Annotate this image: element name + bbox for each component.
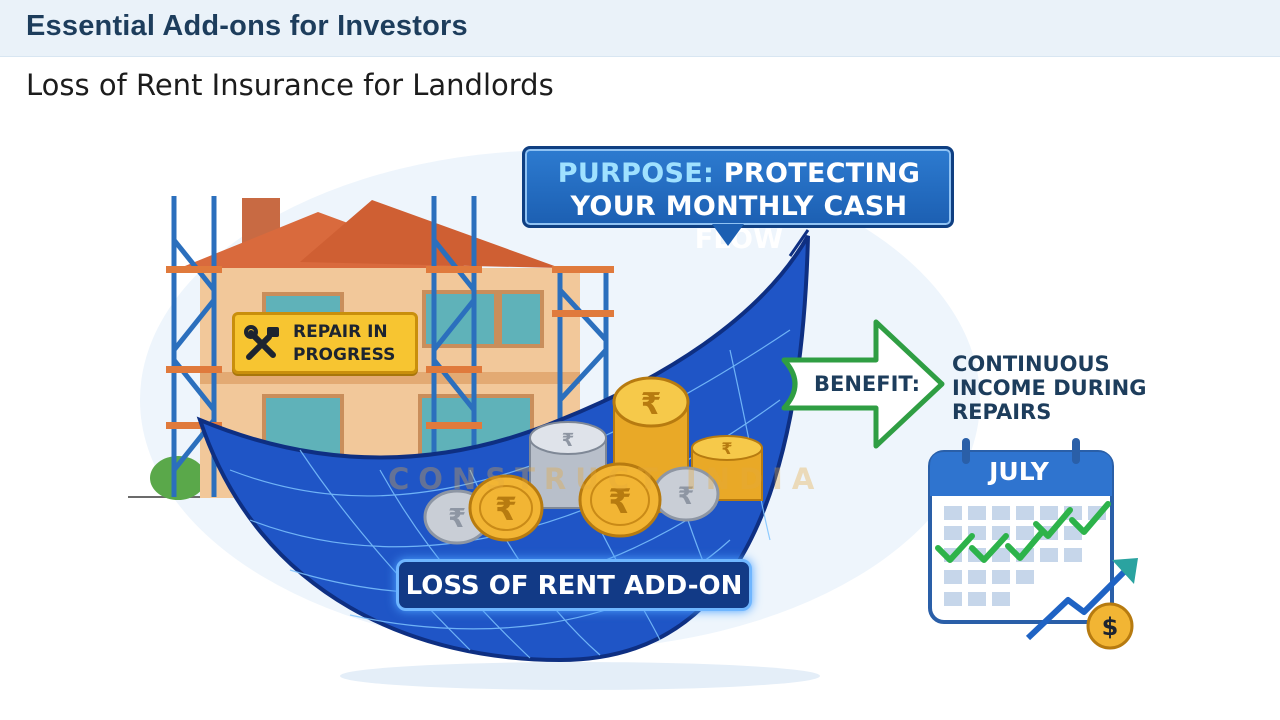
svg-text:₹: ₹ (448, 504, 466, 534)
window-upper-right (498, 290, 544, 348)
purpose-body: PROTECTING YOUR MONTHLY CASH FLOW (570, 158, 921, 255)
benefit-arrow-icon (781, 319, 945, 449)
repair-sign: REPAIR IN PROGRESS (232, 312, 418, 374)
svg-text:₹: ₹ (495, 490, 517, 528)
growth-arrow-icon (1025, 558, 1138, 641)
benefit-label: BENEFIT: (814, 372, 921, 396)
svg-text:₹: ₹ (608, 482, 632, 522)
svg-text:₹: ₹ (678, 482, 695, 510)
net-shadow (340, 662, 820, 690)
purpose-text: PURPOSE: PROTECTING YOUR MONTHLY CASH FL… (535, 157, 943, 256)
svg-text:₹: ₹ (641, 387, 662, 422)
net-rope (788, 229, 810, 257)
purpose-callout: PURPOSE: PROTECTING YOUR MONTHLY CASH FL… (522, 146, 954, 255)
house-band (200, 372, 580, 384)
tools-icon (244, 325, 279, 360)
calendar-month: JULY (989, 457, 1049, 486)
gold-coin-center: ₹ (578, 462, 662, 538)
bush (150, 456, 206, 500)
benefit-text: CONTINUOUS INCOME DURING REPAIRS (952, 352, 1147, 424)
checkmark-icon (935, 501, 1111, 563)
scaffold-planks (166, 266, 614, 429)
svg-text:₹: ₹ (562, 430, 575, 451)
page-subtitle: Loss of Rent Insurance for Landlords (26, 68, 554, 102)
svg-text:$: $ (1102, 613, 1119, 641)
addon-plate: LOSS OF RENT ADD-ON (396, 559, 752, 611)
purpose-callout-tail (712, 224, 744, 246)
scaffolding (171, 196, 609, 497)
calendar-grid (944, 506, 1106, 606)
purpose-lead: PURPOSE: (557, 158, 715, 189)
page-title: Essential Add-ons for Investors (26, 10, 468, 42)
header-bar: Essential Add-ons for Investors (0, 0, 1280, 57)
repair-sign-text: REPAIR IN PROGRESS (293, 322, 396, 365)
dollar-coin-icon: $ (1086, 602, 1134, 650)
roof-right (300, 200, 560, 268)
watermark-text: CONSTRUCT INDIA (388, 462, 824, 496)
gold-coin-left: ₹ (468, 474, 544, 542)
calendar-icon (928, 438, 1114, 624)
addon-label: LOSS OF RENT ADD-ON (405, 571, 743, 601)
svg-text:₹: ₹ (721, 439, 732, 458)
coin-stacks: ₹ ₹ ₹ ₹ ₹ ₹ ₹ (423, 376, 763, 545)
